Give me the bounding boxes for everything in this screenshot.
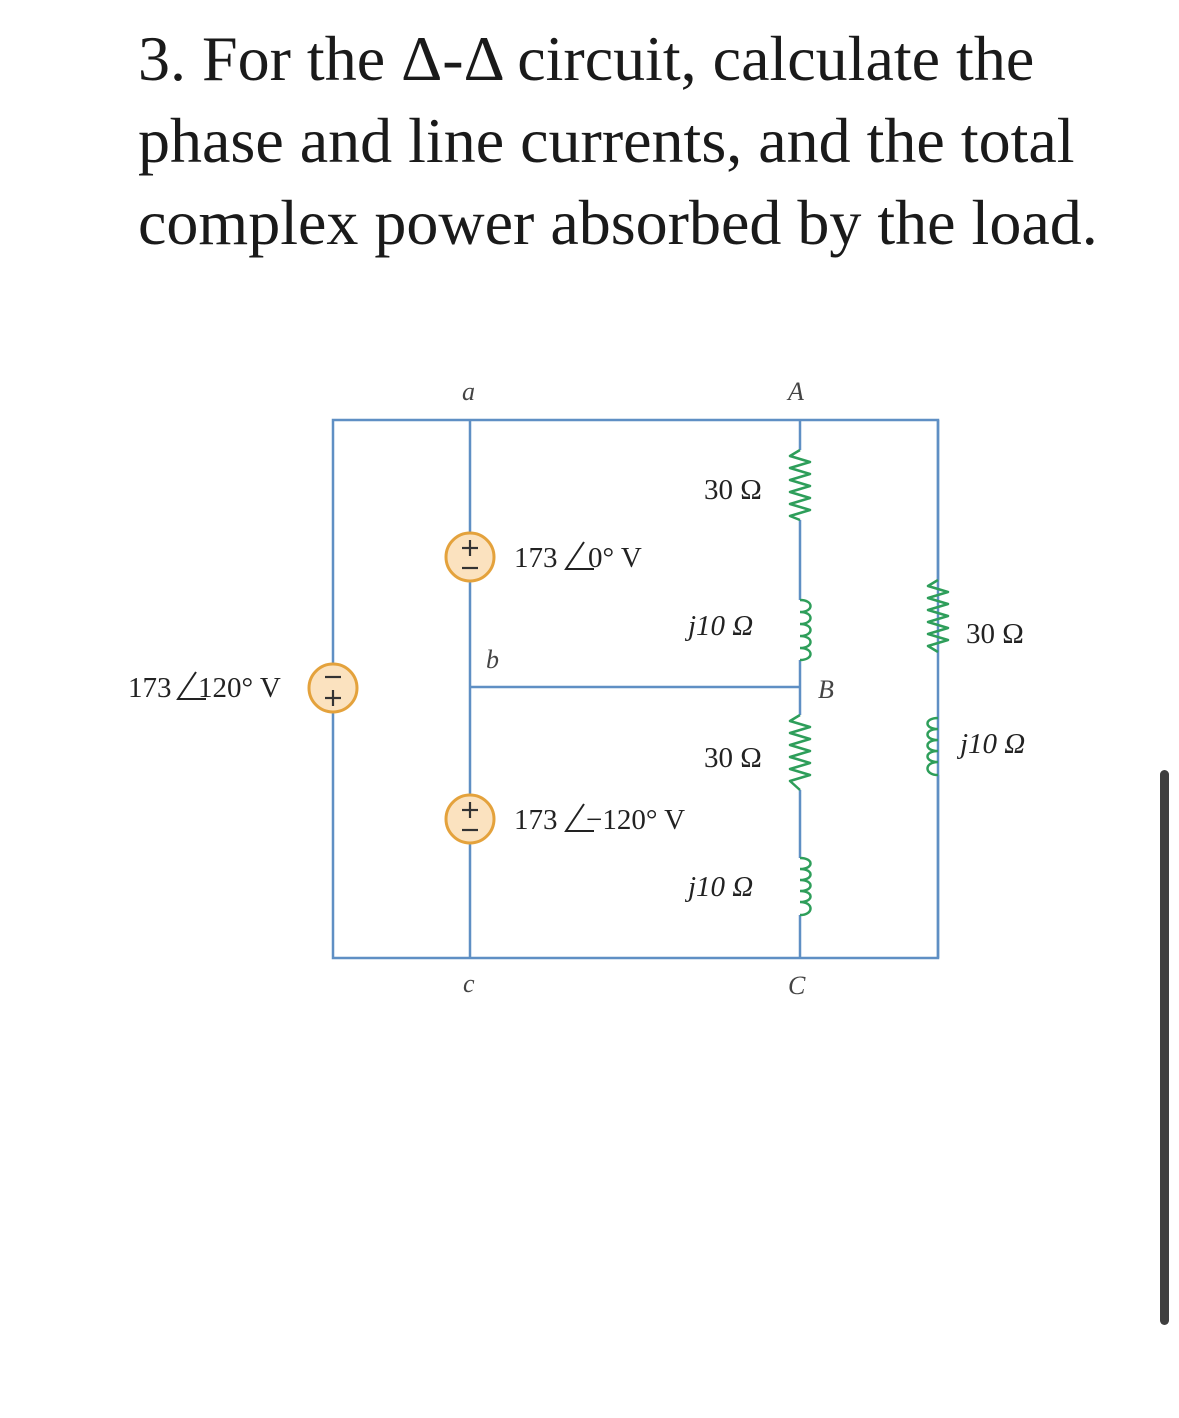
source-ca-magnitude: 173 (128, 672, 172, 704)
svg-text:173: 173 (514, 542, 558, 574)
angle-icon (564, 541, 594, 570)
source-ab-label: 173 0° V (514, 541, 642, 574)
source-ca (307, 662, 359, 714)
load-AB-inductor-label: j10 Ω (684, 610, 753, 642)
load-AB-inductor (799, 598, 812, 662)
load-BC-resistor-label: 30 Ω (704, 742, 762, 774)
outer-wire-loop (331, 418, 940, 960)
load-CA-inductor-label: j10 Ω (956, 728, 1025, 760)
svg-text:173: 173 (128, 672, 172, 704)
node-label-c: c (463, 969, 475, 998)
source-ab-angle: 0° V (588, 542, 642, 574)
question-text: 3. For the Δ-Δ circuit, calculate the ph… (138, 23, 1098, 258)
load-BC-inductor-label: j10 Ω (684, 871, 753, 903)
load-BC-resistor (788, 713, 812, 791)
angle-icon (176, 671, 206, 700)
node-label-C: C (788, 971, 806, 1000)
angle-icon (564, 803, 594, 832)
svg-text:173: 173 (514, 804, 558, 836)
source-bc-label: 173 −120° V (514, 803, 685, 836)
source-ca-angle: 120° V (198, 672, 281, 704)
load-CA-resistor-label: 30 Ω (966, 618, 1024, 650)
source-bc (444, 793, 496, 845)
load-CA-inductor (926, 716, 939, 777)
source-bc-magnitude: 173 (514, 804, 558, 836)
load-AB-resistor (788, 448, 812, 522)
source-ab-magnitude: 173 (514, 542, 558, 574)
vertical-scrollbar[interactable] (1160, 770, 1169, 1325)
node-label-a: a (462, 377, 475, 406)
node-label-B: B (818, 675, 834, 704)
load-BC-inductor (799, 856, 812, 917)
load-AB-resistor-label: 30 Ω (704, 474, 762, 506)
node-label-b: b (486, 645, 499, 674)
source-ca-label: 173 120° V (128, 671, 281, 704)
source-ab (444, 531, 496, 583)
wires (331, 418, 940, 960)
load-CA-resistor (926, 578, 950, 654)
source-bc-angle: −120° V (586, 804, 685, 836)
node-label-A: A (786, 377, 804, 406)
